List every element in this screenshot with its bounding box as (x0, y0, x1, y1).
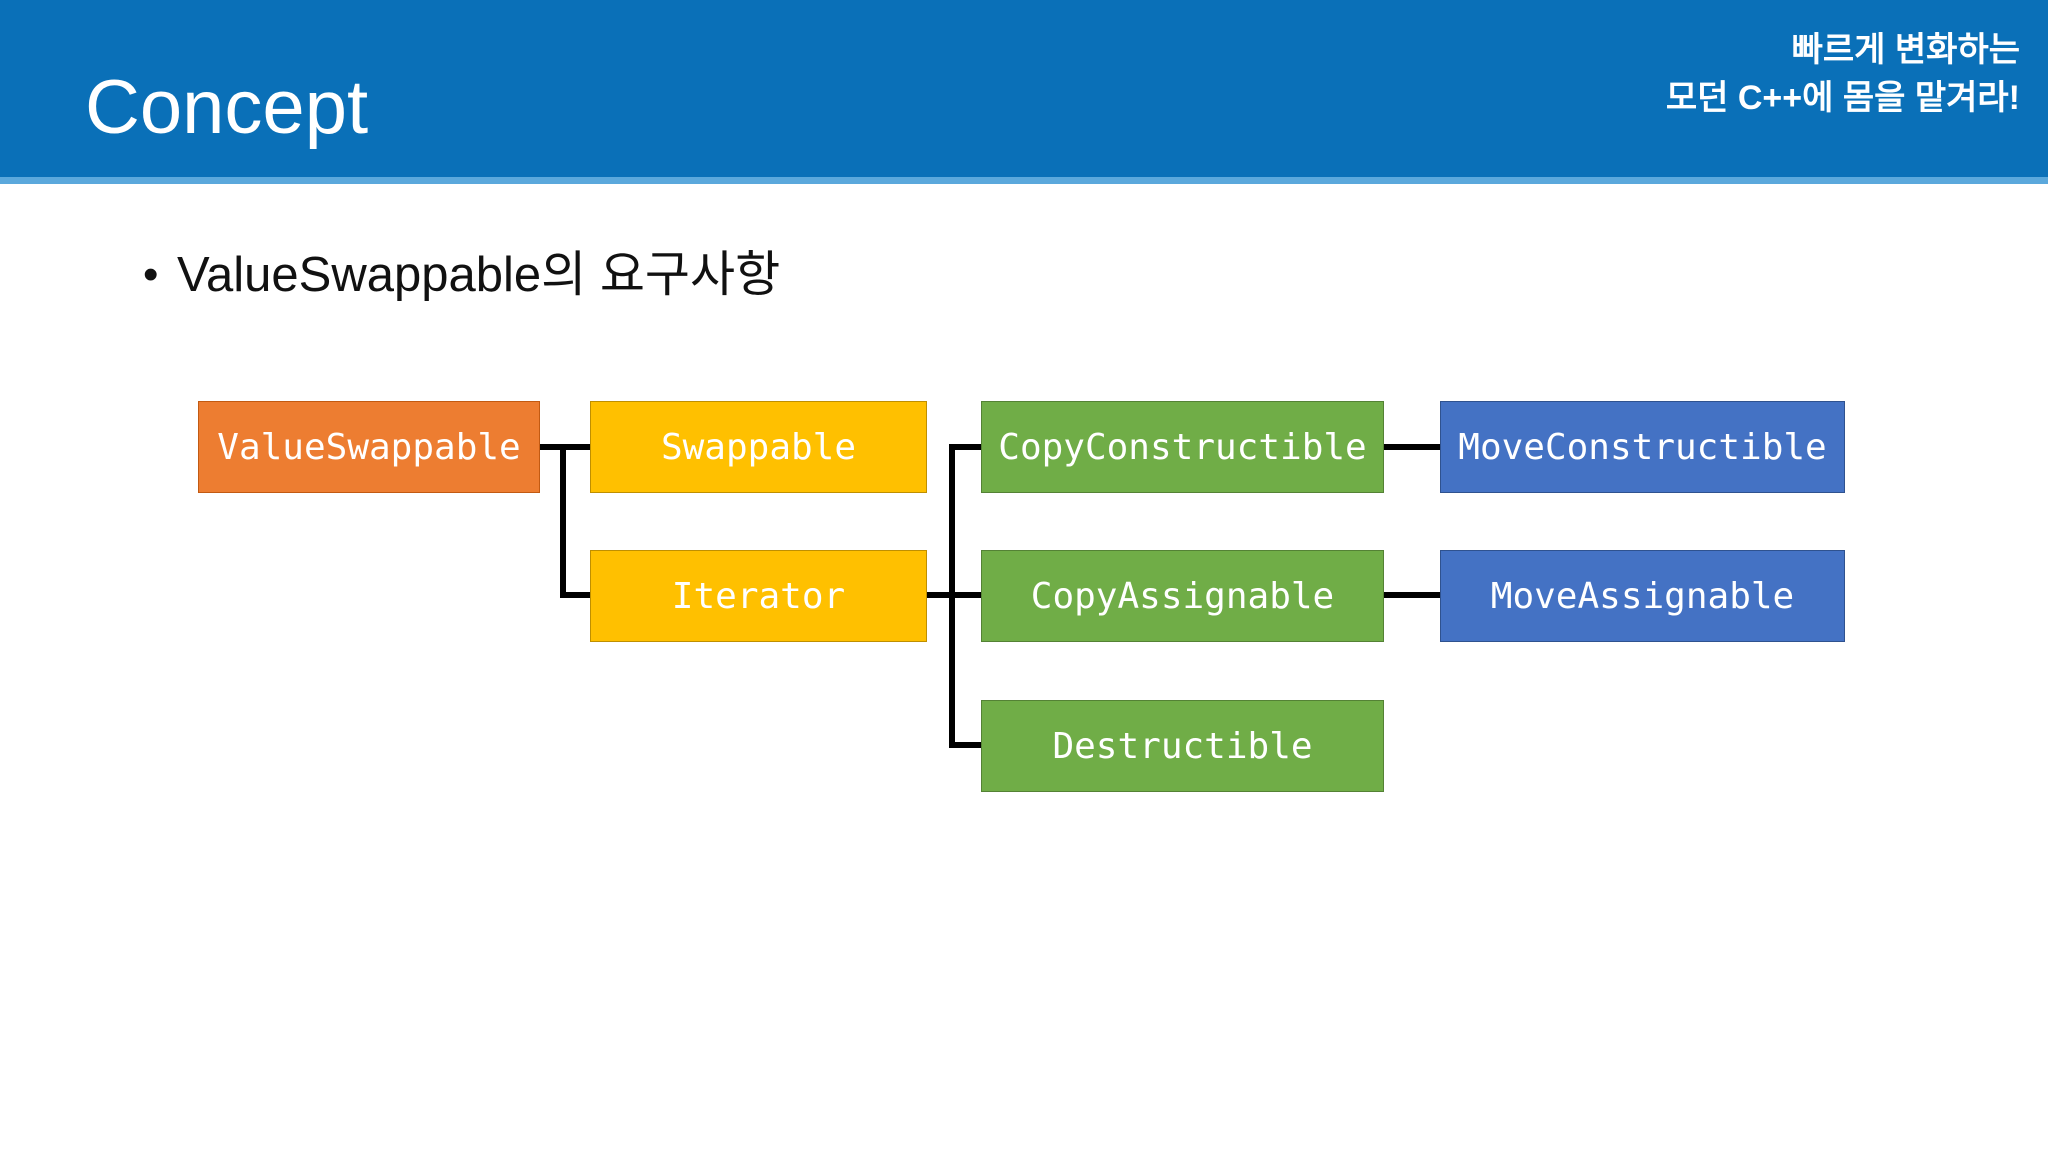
brand-tagline-line-1: 빠르게 변화하는 (1791, 31, 2020, 69)
node-swappable-label: Swappable (660, 426, 857, 468)
node-iterator[interactable]: Iterator (590, 550, 927, 642)
node-copy-assignable-label: CopyAssignable (1030, 575, 1335, 617)
node-value-swappable-label: ValueSwappable (217, 426, 521, 468)
edge-valueswappable-to-iterator (560, 592, 592, 598)
brand-tagline-line-2: 모던 C++에 몸을 맡겨라! (1665, 79, 2020, 117)
node-move-constructible-label: MoveConstructible (1458, 426, 1827, 468)
node-move-assignable[interactable]: MoveAssignable (1440, 550, 1845, 642)
node-destructible[interactable]: Destructible (981, 700, 1384, 792)
edge-iterator-to-copyassignable (949, 592, 983, 598)
header-accent-stripe (0, 177, 2048, 184)
node-move-constructible[interactable]: MoveConstructible (1440, 401, 1845, 493)
brand-tagline: 빠르게 변화하는 모던 C++에 몸을 맡겨라! (1666, 26, 2020, 122)
node-swappable[interactable]: Swappable (590, 401, 927, 493)
bullet-item: • ValueSwappable의 요구사항 (143, 243, 780, 307)
edge-copyassignable-to-moveassignable (1382, 592, 1440, 598)
node-copy-assignable[interactable]: CopyAssignable (981, 550, 1384, 642)
edge-valueswappable-trunk (560, 444, 566, 598)
edge-valueswappable-stub (538, 444, 566, 450)
edge-copyconstructible-to-moveconstructible (1382, 444, 1440, 450)
node-value-swappable[interactable]: ValueSwappable (198, 401, 540, 493)
edge-iterator-to-copyconstructible (949, 444, 983, 450)
node-iterator-label: Iterator (671, 575, 846, 617)
bullet-marker-icon: • (143, 250, 159, 299)
edge-valueswappable-to-swappable (560, 444, 592, 450)
node-copy-constructible-label: CopyConstructible (998, 426, 1367, 468)
bullet-item-label: ValueSwappable의 요구사항 (177, 248, 781, 302)
slide-header-bar (0, 0, 2048, 177)
edge-iterator-stub (925, 592, 955, 598)
node-destructible-label: Destructible (1052, 725, 1313, 767)
edge-iterator-to-destructible (949, 742, 983, 748)
node-move-assignable-label: MoveAssignable (1490, 575, 1795, 617)
node-copy-constructible[interactable]: CopyConstructible (981, 401, 1384, 493)
page-title: Concept (85, 65, 369, 150)
